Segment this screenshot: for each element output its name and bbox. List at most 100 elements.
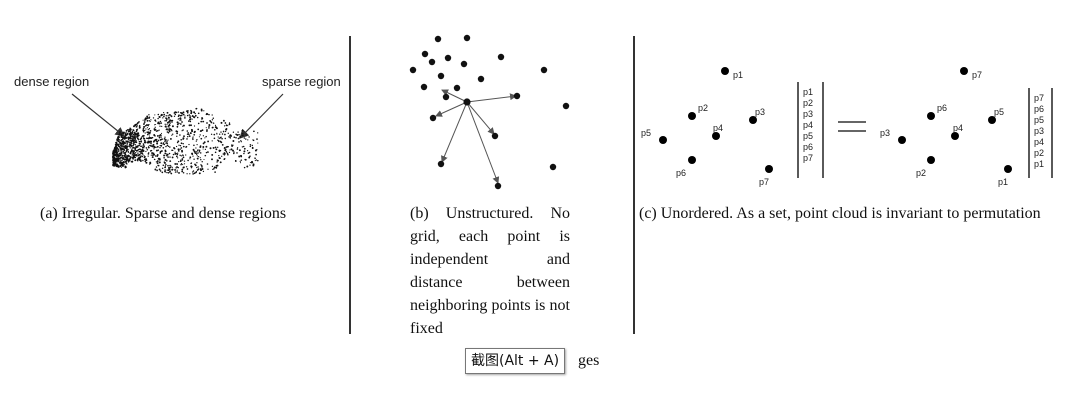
cloud-point [164, 123, 166, 125]
cloud-point [198, 156, 200, 158]
cloud-point [127, 129, 129, 131]
point-label: p6 [937, 103, 947, 113]
cloud-point [215, 127, 218, 130]
cloud-point [157, 149, 160, 151]
point [497, 53, 505, 61]
cloud-point [205, 151, 208, 154]
cloud-point [137, 139, 140, 141]
cloud-point [191, 118, 193, 120]
cloud-point [197, 122, 200, 125]
cloud-point [132, 139, 134, 141]
cloud-point [168, 130, 171, 133]
cloud-point [196, 144, 198, 146]
cloud-point [238, 141, 240, 143]
cloud-point [157, 164, 159, 166]
cloud-point [140, 145, 143, 147]
cloud-point [207, 168, 209, 170]
cloud-point [255, 159, 258, 161]
cloud-point [197, 152, 199, 154]
point [434, 35, 442, 43]
cloud-point [177, 152, 179, 154]
cloud-point [117, 140, 120, 142]
cloud-point [152, 117, 155, 119]
cloud-point [139, 126, 141, 129]
cloud-point [159, 144, 161, 147]
cloud-point [243, 147, 246, 150]
cloud-point [252, 163, 255, 166]
cloud-point [195, 151, 198, 153]
cloud-point [224, 137, 227, 140]
cloud-point [188, 135, 191, 138]
divider-right [633, 36, 635, 334]
cloud-point [213, 166, 216, 169]
point-label: p7 [972, 70, 982, 80]
cloud-point [212, 122, 215, 124]
cloud-point [231, 145, 234, 147]
cloud-point [253, 130, 255, 133]
cloud-point [165, 141, 167, 144]
cloud-point [124, 161, 126, 163]
cloud-point [151, 150, 153, 152]
cloud-point [176, 123, 179, 126]
cloud-point [215, 166, 218, 169]
cloud-point [181, 170, 184, 173]
cloud-point [137, 132, 140, 135]
cloud-point [115, 148, 117, 151]
cloud-point [177, 166, 179, 168]
cloud-point [128, 158, 131, 161]
cloud-point [164, 120, 166, 122]
cloud-point [126, 157, 129, 160]
cloud-point [159, 120, 162, 123]
cloud-point [200, 137, 203, 140]
cloud-point [165, 119, 168, 122]
cloud-point [121, 145, 123, 147]
cloud-point [118, 154, 120, 156]
cloud-point [182, 163, 184, 165]
cloud-point [155, 149, 158, 152]
cloud-point [116, 142, 118, 145]
cloud-point [132, 143, 135, 145]
cloud-point [249, 164, 251, 166]
cloud-point [228, 122, 231, 124]
cloud-point [169, 119, 171, 122]
cloud-point [171, 166, 173, 169]
point-p5 [988, 116, 996, 124]
cloud-point [123, 149, 126, 151]
cloud-point [149, 130, 152, 132]
cloud-point [177, 150, 180, 152]
cloud-point [175, 130, 178, 133]
cloud-point [144, 160, 147, 163]
cloud-point [155, 161, 158, 163]
cloud-point [134, 148, 137, 151]
cloud-point [221, 155, 223, 157]
cloud-point [126, 131, 128, 133]
cloud-point [127, 155, 130, 157]
cloud-point [129, 151, 132, 153]
cloud-point [236, 148, 239, 150]
cloud-point [240, 140, 242, 142]
cloud-point [180, 142, 183, 145]
cloud-point [169, 156, 171, 158]
cloud-point [134, 136, 136, 139]
cloud-point [156, 134, 159, 137]
cloud-point [213, 128, 216, 131]
cloud-point [204, 148, 207, 151]
cloud-point [120, 166, 122, 168]
cloud-point [142, 127, 145, 130]
point [421, 50, 429, 58]
cloud-point [125, 144, 127, 146]
cloud-point [143, 145, 145, 148]
cloud-point [179, 148, 181, 150]
cloud-point [112, 163, 114, 165]
cloud-point [166, 131, 169, 133]
cloud-point [182, 137, 185, 140]
right-vector-entries: p7 p6 p5 p3 p4 p2 p1 [1034, 93, 1044, 169]
cloud-point [153, 158, 156, 161]
cloud-point [123, 131, 125, 134]
unordered-points-illustration: p1 p2 p3 p4 p5 p6 p7 p1 p2 p3 p4 p5 p6 p… [641, 67, 1053, 187]
cloud-point [124, 151, 127, 154]
cloud-point [135, 136, 138, 138]
cloud-point [130, 144, 132, 146]
point-label: p5 [641, 128, 651, 138]
cloud-point [182, 113, 185, 116]
